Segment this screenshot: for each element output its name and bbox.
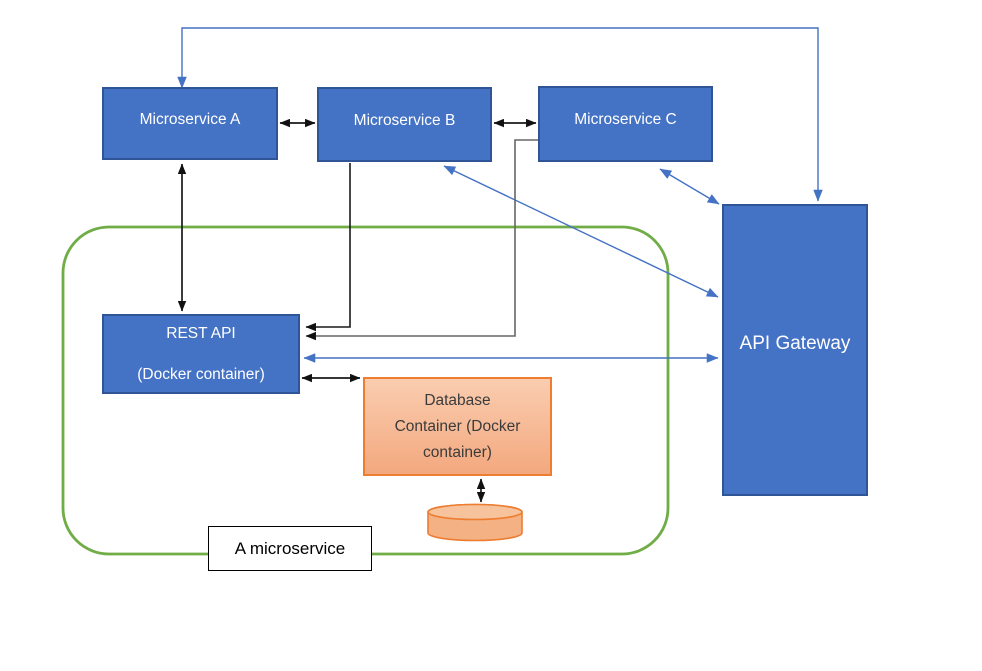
- arrow-microservice-c-api-gateway: [659, 168, 720, 205]
- arrow-microservice-a-api-gateway: [177, 27, 823, 202]
- node-database-container: Database Container (Docker container): [363, 377, 552, 476]
- arrow-microservice-b-rest-api: [305, 163, 351, 332]
- node-microservice-c-label: Microservice C: [574, 111, 677, 128]
- node-database-container-line3: container): [423, 443, 492, 461]
- node-rest-api: REST API (Docker container): [102, 314, 300, 394]
- node-api-gateway: API Gateway: [722, 204, 868, 496]
- group-label-box: A microservice: [208, 526, 372, 571]
- node-rest-api-line2: (Docker container): [137, 365, 265, 383]
- node-microservice-a-label: Microservice A: [139, 110, 241, 128]
- node-microservice-c: Microservice C: [538, 86, 713, 162]
- node-microservice-b-label: Microservice B: [353, 111, 456, 129]
- database-cylinder-icon: [427, 503, 523, 542]
- node-api-gateway-label: API Gateway: [739, 333, 851, 354]
- arrow-microservice-b-api-gateway: [443, 165, 719, 298]
- arrow-microservice-c-rest-api: [305, 139, 538, 341]
- node-database-container-line2: Container (Docker: [394, 417, 521, 435]
- node-microservice-a: Microservice A: [102, 87, 278, 160]
- node-database-container-line1: Database: [424, 391, 491, 409]
- group-label-text: A microservice: [234, 538, 346, 558]
- node-microservice-b: Microservice B: [317, 87, 492, 162]
- node-rest-api-line1: REST API: [166, 324, 236, 342]
